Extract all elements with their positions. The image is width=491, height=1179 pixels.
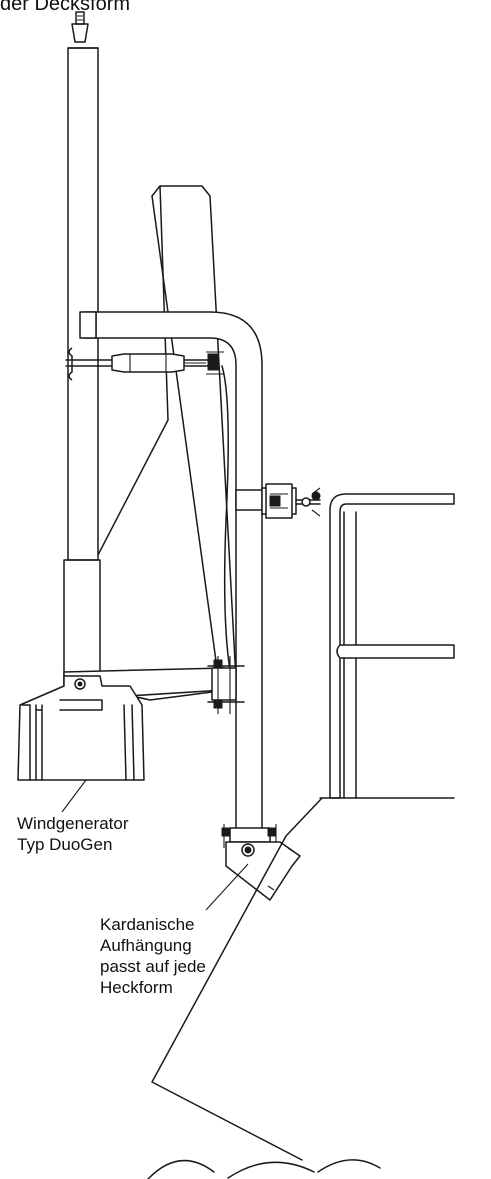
railing	[329, 493, 455, 799]
gimbal-mount	[221, 824, 301, 901]
generator-housing	[17, 675, 145, 781]
gimbal-mount-label: Kardanische Aufhängung passt auf jede He…	[100, 914, 206, 998]
turnbuckle-brace	[65, 347, 231, 671]
rotor-blade	[97, 185, 237, 691]
gimbal-label-line3: passt auf jede	[100, 957, 206, 976]
gimbal-label-line2: Aufhängung	[100, 936, 192, 955]
arm-bracket	[207, 656, 245, 714]
generator-label-line2: Typ DuoGen	[17, 835, 113, 854]
waterline	[147, 1159, 381, 1179]
leader-lines	[61, 779, 249, 911]
generator-label: Windgenerator Typ DuoGen	[17, 813, 129, 855]
tower-pole	[63, 11, 101, 686]
transom-hull	[151, 797, 323, 1161]
rail-clamp	[235, 483, 321, 519]
top-caption: der Decksform	[0, 0, 131, 15]
gimbal-label-line1: Kardanische	[100, 915, 195, 934]
generator-label-line1: Windgenerator	[17, 814, 129, 833]
gimbal-label-line4: Heckform	[100, 978, 173, 997]
